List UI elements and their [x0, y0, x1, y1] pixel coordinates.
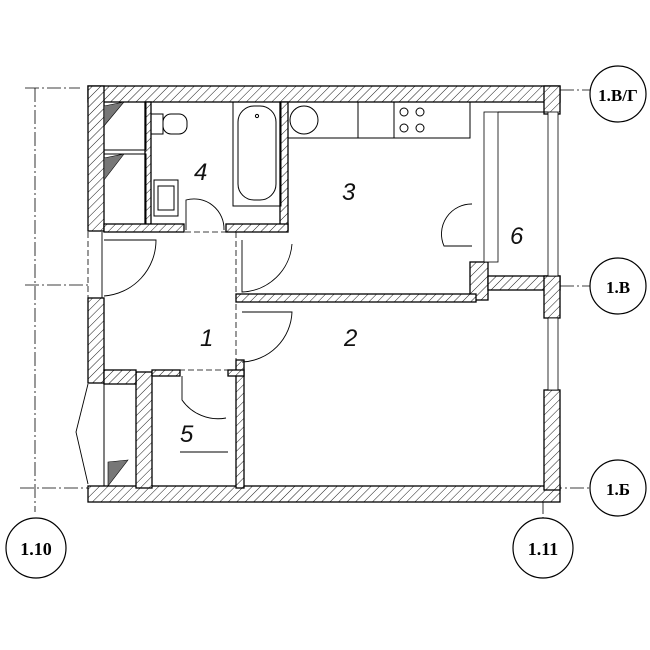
room-1-label: 1 — [200, 325, 213, 352]
doors — [75, 198, 473, 485]
interior-walls — [103, 101, 477, 489]
axis-marker-mid-right: 1.В — [589, 257, 647, 315]
svg-text:1.11: 1.11 — [528, 539, 559, 559]
room-2-label: 2 — [343, 325, 357, 352]
svg-text:1.Б: 1.Б — [606, 480, 630, 499]
exterior-walls — [87, 85, 561, 503]
bathtub-icon — [232, 101, 282, 207]
sink-icon — [153, 179, 179, 217]
svg-text:1.10: 1.10 — [20, 539, 52, 559]
room-3-label: 3 — [342, 179, 356, 206]
openings — [87, 231, 237, 371]
axis-marker-top-right: 1.В/Г — [589, 65, 647, 123]
kitchen-sink-icon — [289, 105, 319, 135]
kitchen-counter — [287, 101, 471, 139]
axis-marker-bottom-mid: 1.11 — [512, 517, 574, 579]
room-6-label: 6 — [510, 223, 524, 250]
svg-text:1.В: 1.В — [606, 278, 630, 297]
axis-marker-bottom-left: 1.10 — [5, 517, 67, 579]
toilet-icon — [150, 113, 188, 135]
windows — [483, 111, 559, 391]
wardrobe — [103, 101, 147, 487]
axis-marker-bottom-right: 1.Б — [589, 459, 647, 517]
room-5-label: 5 — [180, 421, 194, 448]
room-4-label: 4 — [194, 159, 207, 186]
axis-lines — [20, 87, 590, 518]
svg-text:1.В/Г: 1.В/Г — [598, 86, 638, 105]
stove-icon — [399, 107, 425, 133]
